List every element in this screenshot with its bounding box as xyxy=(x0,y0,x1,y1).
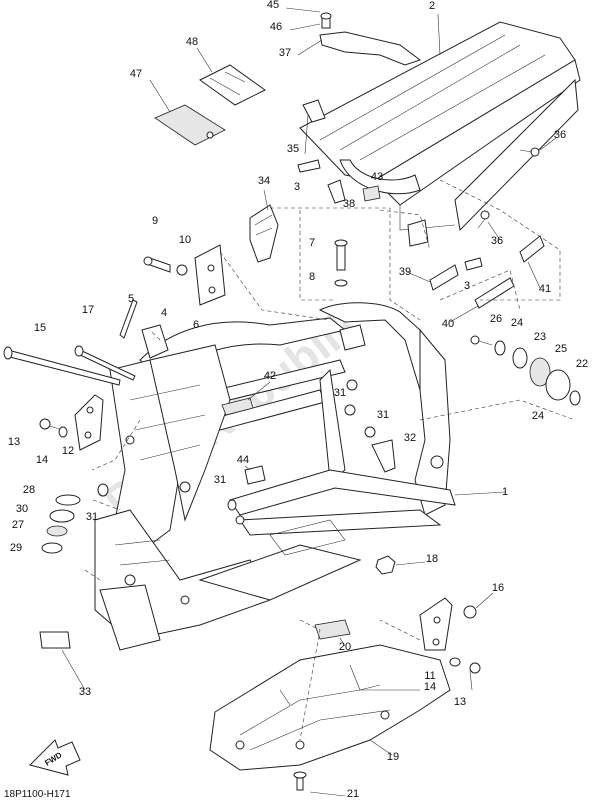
callout-c29: 29 xyxy=(10,542,22,554)
callout-c23: 23 xyxy=(534,331,546,343)
bracket-4-bolt-5 xyxy=(119,299,169,359)
callout-c43: 43 xyxy=(371,171,383,183)
callout-c24b: 24 xyxy=(532,410,544,422)
tool-bag-47 xyxy=(154,104,226,146)
callout-c21: 21 xyxy=(347,788,359,800)
small-parts-upper xyxy=(297,99,540,229)
callout-c3b: 3 xyxy=(464,280,470,292)
callout-c40: 40 xyxy=(442,318,454,330)
callout-c32: 32 xyxy=(404,432,416,444)
callout-c31a: 31 xyxy=(86,511,98,523)
callout-c9: 9 xyxy=(152,215,158,227)
callout-c12: 12 xyxy=(62,445,74,457)
callout-c13b: 13 xyxy=(454,696,466,708)
callout-c20: 20 xyxy=(339,641,351,653)
skid-plate-19 xyxy=(209,619,451,791)
callout-c7: 7 xyxy=(309,237,315,249)
guard-34 xyxy=(249,204,279,263)
callout-c24a: 24 xyxy=(511,317,523,329)
callout-c14a: 14 xyxy=(36,454,48,466)
long-bolts-15-17 xyxy=(3,345,136,386)
callout-c44: 44 xyxy=(237,454,249,466)
callout-c42: 42 xyxy=(264,370,276,382)
callout-c28: 28 xyxy=(23,484,35,496)
main-frame xyxy=(94,302,456,651)
callout-c27: 27 xyxy=(12,519,24,531)
leader-lines xyxy=(61,7,576,797)
bolt-7-washer-8 xyxy=(334,239,348,287)
left-plate-12 xyxy=(39,394,104,451)
callout-c5: 5 xyxy=(128,293,134,305)
rear-mount-parts xyxy=(407,219,581,406)
callout-c25: 25 xyxy=(555,343,567,355)
callout-c36b: 36 xyxy=(491,235,503,247)
callout-c3a: 3 xyxy=(294,181,300,193)
callout-c14b: 14 xyxy=(424,681,436,693)
callout-c46: 46 xyxy=(270,21,282,33)
callout-c39: 39 xyxy=(399,266,411,278)
callout-c13a: 13 xyxy=(8,436,20,448)
nut-18 xyxy=(375,555,396,575)
callout-c10: 10 xyxy=(179,234,191,246)
callout-c2: 2 xyxy=(429,0,435,12)
bracket-37 xyxy=(319,12,422,66)
callout-c11: 11 xyxy=(424,670,435,682)
callout-c33: 33 xyxy=(79,686,91,698)
callout-c1: 1 xyxy=(502,486,508,498)
callout-c16: 16 xyxy=(492,582,504,594)
callout-c36a: 36 xyxy=(554,129,566,141)
callout-c22: 22 xyxy=(576,358,588,370)
bracket-32 xyxy=(371,439,396,473)
cap-33 xyxy=(39,631,71,649)
callout-c34: 34 xyxy=(258,175,270,187)
callout-c30: 30 xyxy=(16,503,28,515)
caps-31 xyxy=(97,379,376,511)
callout-c41: 41 xyxy=(539,283,551,295)
callout-c4: 4 xyxy=(161,307,167,319)
callout-c6: 6 xyxy=(193,319,199,331)
callout-c31b: 31 xyxy=(214,474,226,486)
callout-c45: 45 xyxy=(267,0,279,11)
label-42-44 xyxy=(221,397,266,485)
rear-subframe xyxy=(299,21,581,232)
callout-c8: 8 xyxy=(309,271,315,283)
callout-c48: 48 xyxy=(186,36,198,48)
callout-c35: 35 xyxy=(287,143,299,155)
callout-c18: 18 xyxy=(426,553,438,565)
callout-c47: 47 xyxy=(130,68,142,80)
callout-c19: 19 xyxy=(387,751,399,763)
left-bracket-parts xyxy=(143,244,226,306)
callout-c37: 37 xyxy=(279,47,291,59)
callout-c17: 17 xyxy=(82,304,94,316)
callout-c26: 26 xyxy=(490,313,502,325)
callout-c15: 15 xyxy=(34,322,46,334)
callout-c31d: 31 xyxy=(377,409,389,421)
fwd-arrow-icon: FWD xyxy=(29,739,81,776)
callout-c38: 38 xyxy=(343,198,355,210)
engine-mounts-27-30 xyxy=(41,494,81,554)
label-plate-48 xyxy=(199,64,266,106)
right-lower-parts xyxy=(419,597,481,691)
callout-c31c: 31 xyxy=(334,387,346,399)
callout-labels: 1233456789101112131314141516171819202122… xyxy=(8,0,588,800)
diagram-code: 18P1100-H171 xyxy=(4,789,71,800)
